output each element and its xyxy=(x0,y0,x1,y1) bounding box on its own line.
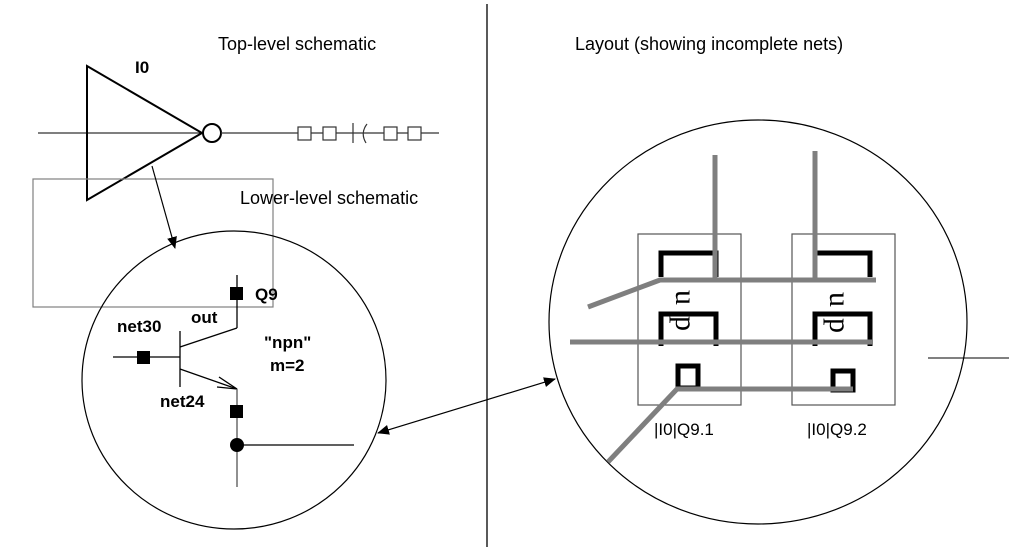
junction-dot xyxy=(230,438,244,452)
svg-text:u: u xyxy=(669,290,702,305)
layout-cell-box-1 xyxy=(637,233,742,406)
layout-cell-box-2 xyxy=(791,233,896,406)
title-top-level: Top-level schematic xyxy=(218,34,377,54)
instance-label: I0 xyxy=(135,58,150,77)
multiplier-label: m=2 xyxy=(270,356,305,375)
descend-arrow xyxy=(151,165,177,249)
cross-probe-arrow xyxy=(377,377,556,435)
lower-level-box xyxy=(32,178,274,308)
pin-net30 xyxy=(137,351,150,364)
inverter-triangle xyxy=(86,64,204,202)
title-layout: Layout (showing incomplete nets) xyxy=(575,34,844,54)
inverter-bubble xyxy=(202,123,222,143)
title-lower-level: Lower-level schematic xyxy=(240,188,419,208)
pin-net24 xyxy=(230,405,243,418)
layout-cell-label-2: |I0|Q9.2 xyxy=(807,420,867,439)
svg-text:u: u xyxy=(823,292,856,307)
schematic-zoom-circle xyxy=(81,230,387,530)
output-wire-break-marks xyxy=(297,123,422,144)
net30-label: net30 xyxy=(117,317,162,336)
layout-device-glyphs: u p u p xyxy=(669,290,856,333)
model-label: "npn" xyxy=(264,333,312,352)
svg-text:p: p xyxy=(669,316,702,331)
pin-q9 xyxy=(230,287,243,300)
layout-cell-label-1: |I0|Q9.1 xyxy=(654,420,714,439)
net-out-label: out xyxy=(191,308,218,327)
device-label: Q9 xyxy=(255,285,278,304)
layout-zoom-circle xyxy=(548,119,968,525)
svg-text:p: p xyxy=(823,318,856,333)
net24-label: net24 xyxy=(160,392,205,411)
incomplete-net-wires xyxy=(570,151,876,464)
